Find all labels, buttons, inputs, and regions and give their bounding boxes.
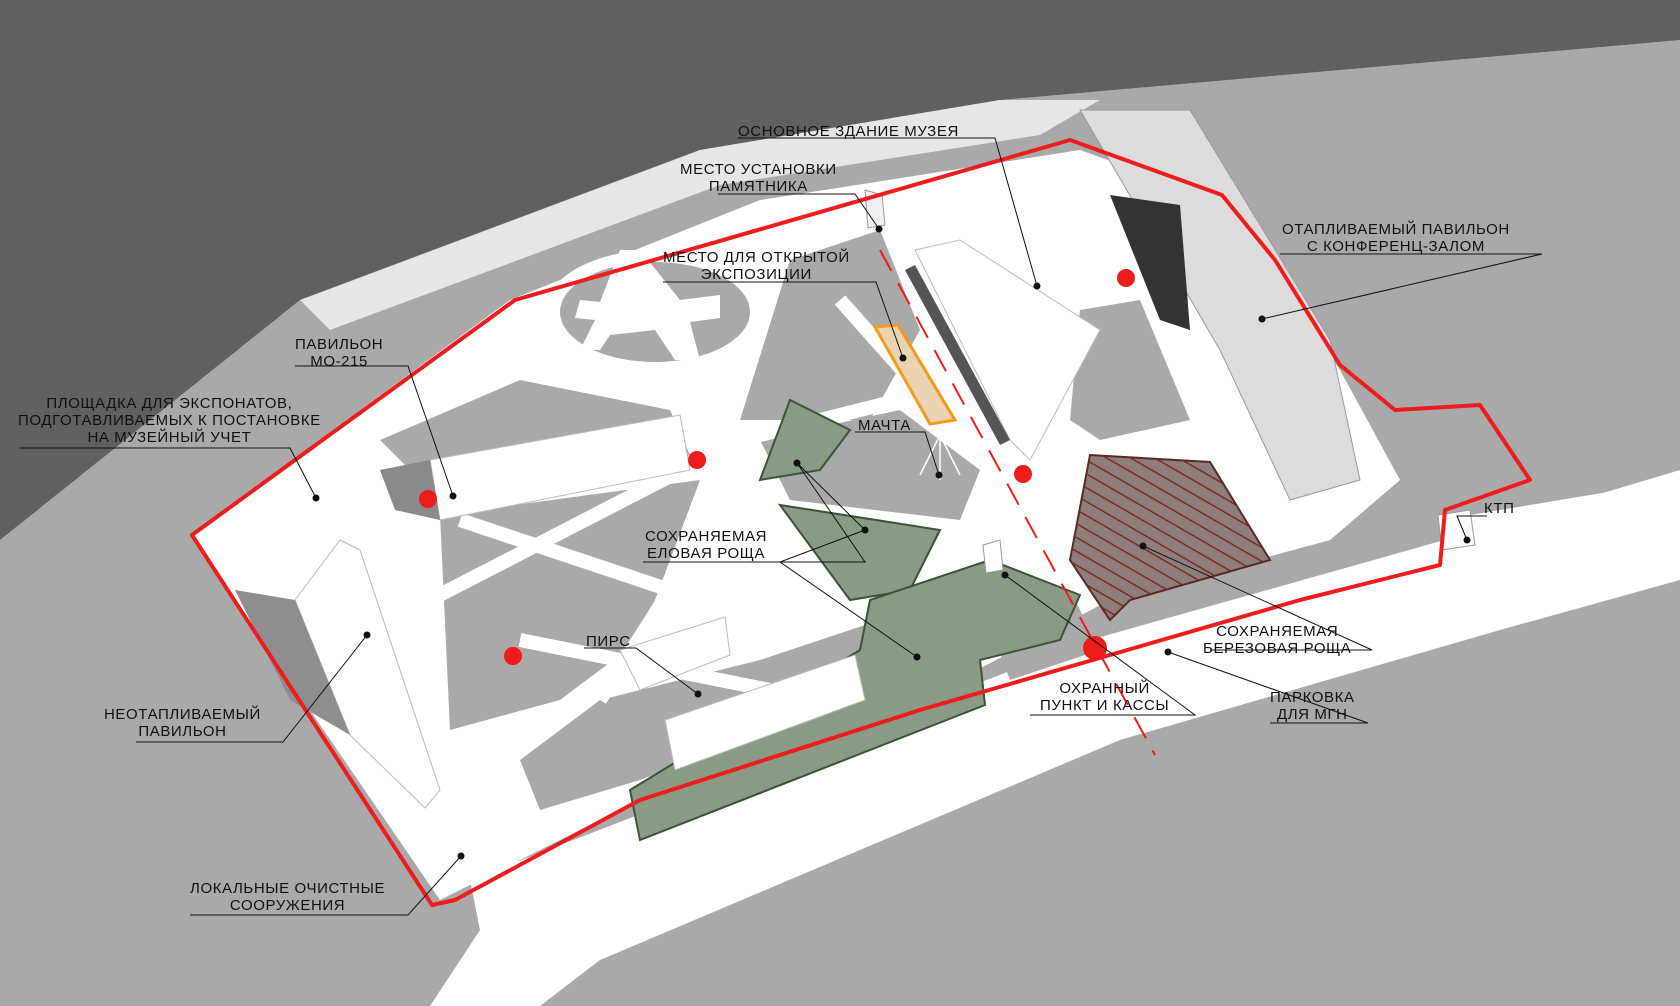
- label-line: СОХРАНЯЕМАЯ: [645, 528, 768, 545]
- leader-lines: [20, 137, 1543, 916]
- main-road: [430, 470, 1680, 1006]
- label-line: СОХРАНЯЕМАЯ: [1216, 623, 1339, 640]
- pier-shed: [664, 654, 866, 771]
- label-spruce-grove: СОХРАНЯЕМАЯ ЕЛОВАЯ РОЩА: [645, 528, 767, 562]
- promenade: [300, 100, 1100, 330]
- birch-grove-zone: [1068, 453, 1272, 622]
- label-monument-site: МЕСТО УСТАНОВКИ ПАМЯТНИКА: [680, 161, 837, 195]
- entrance-marker: [419, 490, 437, 508]
- entrance-marker: [1014, 465, 1032, 483]
- unheated-pavilion-shadow: [235, 590, 350, 735]
- leader-dots: [312, 225, 1471, 860]
- lawn-north: [740, 230, 920, 420]
- site-boundary: [190, 138, 1532, 907]
- label-main-building: ОСНОВНОЕ ЗДАНИЕ МУЗЕЯ: [738, 123, 959, 140]
- entrance-marker: [688, 451, 706, 469]
- label-line: С КОНФЕРЕНЦ-ЗАЛОМ: [1306, 238, 1485, 255]
- side-road: [1440, 480, 1680, 580]
- label-parking: ПАРКОВКА ДЛЯ МГН: [1270, 689, 1355, 723]
- label-line: ПАВИЛЬОН: [138, 723, 227, 740]
- label-unheated-pavilion: НЕОТАПЛИВАЕМЫЙ ПАВИЛЬОН: [104, 706, 261, 740]
- label-line: ЕЛОВАЯ РОЩА: [647, 545, 766, 562]
- label-line: ПОДГОТАВЛИВАЕМЫХ К ПОСТАНОВКЕ: [18, 412, 321, 429]
- label-line: ПУНКТ И КАССЫ: [1040, 697, 1170, 714]
- label-line: ЭКСПОЗИЦИИ: [700, 266, 812, 283]
- security-kiosk: [982, 539, 1004, 574]
- central-axis-line: [879, 249, 1156, 756]
- entrance-marker: [1083, 636, 1107, 660]
- entrance-markers: [419, 269, 1135, 665]
- label-line: ОСНОВНОЕ ЗДАНИЕ МУЗЕЯ: [738, 123, 959, 140]
- label-line: МО-215: [310, 353, 369, 370]
- label-line: МАЧТА: [858, 417, 911, 434]
- airplane-monument: [575, 250, 720, 360]
- label-security: ОХРАННЫЙ ПУНКТ И КАССЫ: [1040, 680, 1169, 714]
- open-exhibit-zone: [872, 323, 958, 426]
- label-line: НА МУЗЕЙНЫЙ УЧЕТ: [87, 429, 252, 446]
- heated-pavilion-dark-wing: [1110, 195, 1190, 330]
- label-line: ПАРКОВКА: [1270, 689, 1355, 706]
- label-line: ОТАПЛИВАЕМЫЙ ПАВИЛЬОН: [1282, 221, 1510, 238]
- label-line: ПЛОЩАДКА ДЛЯ ЭКСПОНАТОВ,: [46, 395, 293, 412]
- label-line: ПАВИЛЬОН: [295, 336, 384, 353]
- label-line: ПАМЯТНИКА: [708, 178, 808, 195]
- label-line: СООРУЖЕНИЯ: [229, 897, 346, 914]
- label-line: ПИРС: [586, 633, 631, 650]
- label-open-exhibit: МЕСТО ДЛЯ ОТКРЫТОЙ ЭКСПОЗИЦИИ: [663, 249, 850, 283]
- label-line: НЕОТАПЛИВАЕМЫЙ: [104, 706, 261, 723]
- pier-building: [619, 616, 731, 691]
- label-line: ЛОКАЛЬНЫЕ ОЧИСТНЫЕ: [190, 880, 386, 897]
- label-pavilion-mo215: ПАВИЛЬОН МО-215: [295, 336, 383, 370]
- label-line: МЕСТО УСТАНОВКИ: [680, 161, 837, 178]
- lawn-east: [1070, 300, 1190, 440]
- label-line: МЕСТО ДЛЯ ОТКРЫТОЙ: [663, 249, 850, 266]
- main-museum-building: [914, 239, 1101, 461]
- entrance-marker: [504, 647, 522, 665]
- main-museum-shadow: [905, 265, 1010, 445]
- label-line: БЕРЕЗОВАЯ РОЩА: [1203, 640, 1352, 657]
- entrance-marker: [1117, 269, 1135, 287]
- label-mast: МАЧТА: [858, 417, 911, 434]
- label-line: ОХРАННЫЙ: [1059, 680, 1150, 697]
- label-line: КТП: [1484, 500, 1515, 517]
- label-pier: ПИРС: [586, 633, 631, 650]
- lawn-center-west: [440, 480, 700, 730]
- label-exhibit-platform: ПЛОЩАДКА ДЛЯ ЭКСПОНАТОВ, ПОДГОТАВЛИВАЕМЫ…: [18, 395, 321, 446]
- label-heated-pavilion: ОТАПЛИВАЕМЫЙ ПАВИЛЬОН С КОНФЕРЕНЦ-ЗАЛОМ: [1282, 221, 1510, 255]
- label-line: ДЛЯ МГН: [1276, 706, 1348, 723]
- label-birch-grove: СОХРАНЯЕМАЯ БЕРЕЗОВАЯ РОЩА: [1203, 623, 1351, 657]
- label-ktp: КТП: [1484, 500, 1514, 517]
- label-treatment: ЛОКАЛЬНЫЕ ОЧИСТНЫЕ СООРУЖЕНИЯ: [190, 880, 385, 914]
